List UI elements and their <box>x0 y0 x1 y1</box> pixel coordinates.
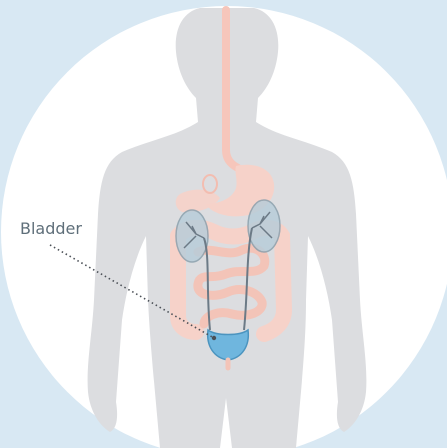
bladder-label: Bladder <box>20 219 82 238</box>
left-kidney <box>176 210 208 262</box>
right-kidney <box>248 200 280 252</box>
callout-endpoint <box>212 336 216 340</box>
